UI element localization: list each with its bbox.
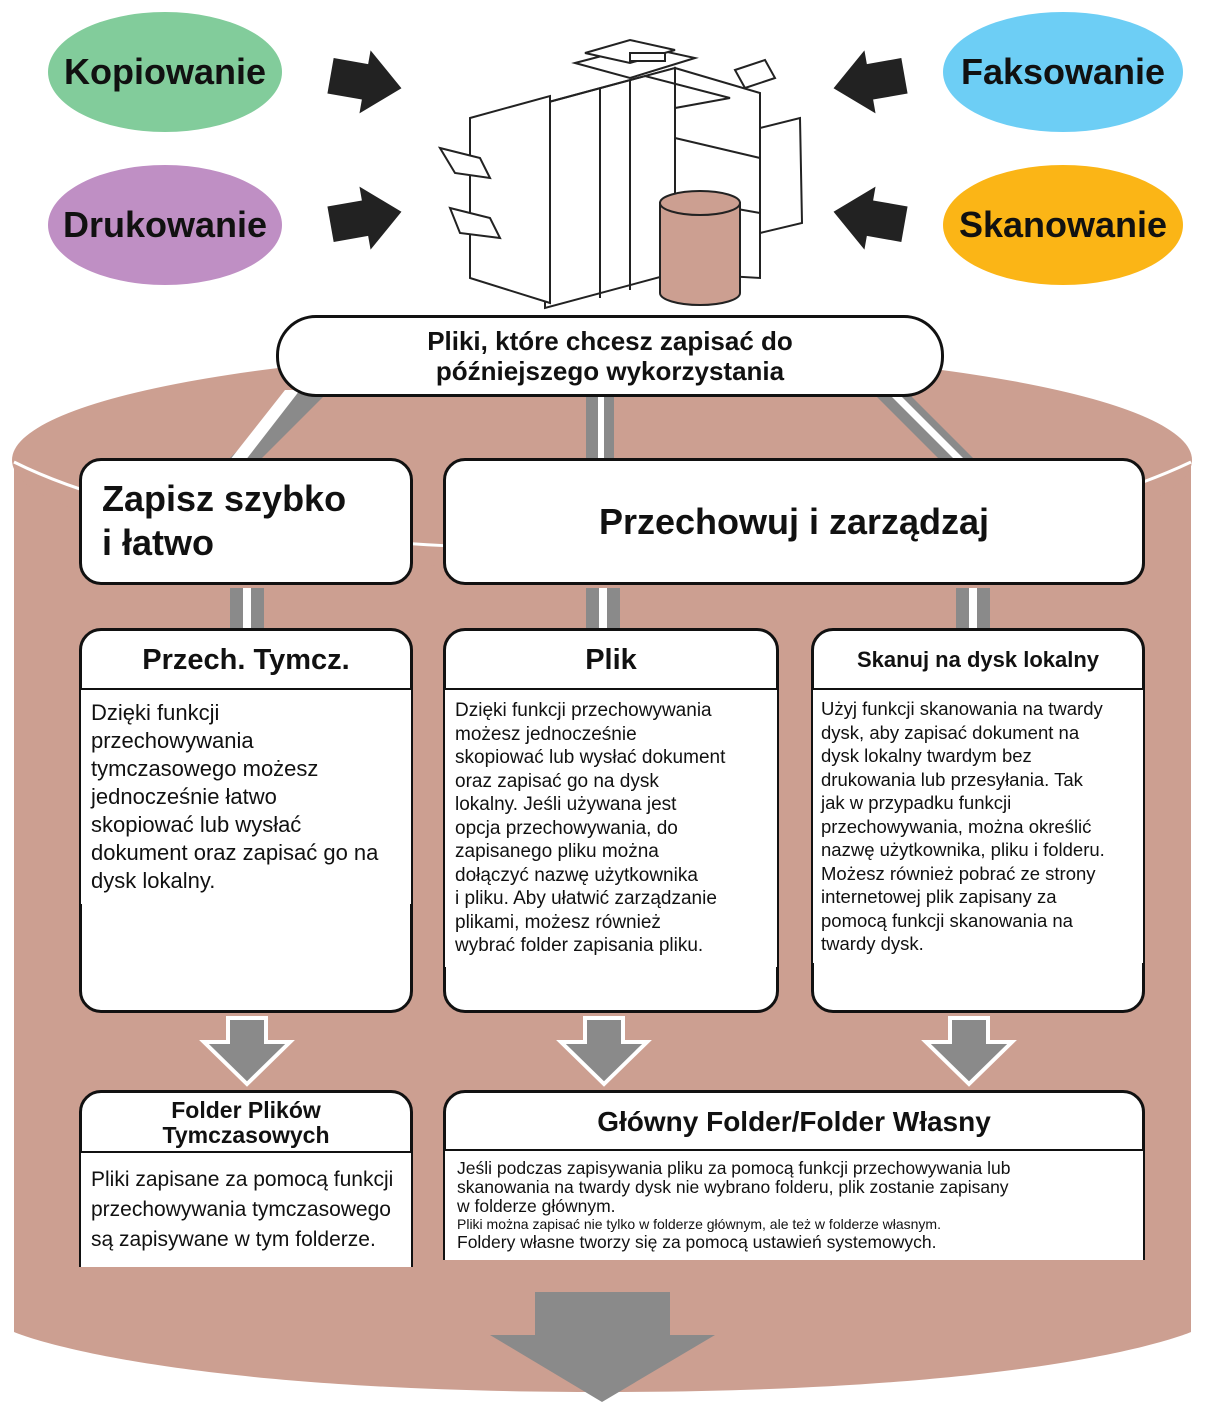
copy-label: Kopiowanie: [63, 51, 266, 92]
file.body-line: i pliku. Aby ułatwić zarządzanie: [455, 888, 717, 909]
fax-oval: Faksowanie: [943, 12, 1183, 132]
file.body-line: wybrać folder zapisania pliku.: [455, 935, 704, 956]
store-title: Przechowuj i zarządzaj: [598, 500, 990, 542]
file.body-line: dołączyć nazwę użytkownika: [455, 864, 698, 886]
mainfolder-body2: Pliki można zapisać nie tylko w folderze…: [457, 1216, 941, 1232]
mainfolder.body1-line: w folderze głównym.: [457, 1196, 616, 1216]
temp-title: Przech. Tymcz.: [142, 643, 350, 676]
scan-local-box: Skanuj na dysk lokalny Użyj funkcji skan…: [811, 628, 1145, 1013]
scan-label: Skanowanie: [958, 204, 1168, 245]
header-line2: późniejszego wykorzystania: [435, 356, 785, 386]
scanlocal.body-line: dysk lokalny twardym bez: [821, 745, 1032, 766]
scanlocal.body-line: pomocą funkcji skanowania na: [821, 909, 1073, 931]
file.body-line: Dzięki funkcji przechowywania: [455, 700, 712, 721]
scanlocal.body-line: przechowywania, można określić: [821, 815, 1092, 837]
scanlocal.body-line: drukowania lub przesyłania. Tak: [821, 768, 1083, 790]
scanlocal.body-line: dysk, aby zapisać dokument na: [821, 721, 1080, 743]
scanlocal.body-line: Użyj funkcji skanowania na twardy: [821, 698, 1103, 719]
scanlocal-title: Skanuj na dysk lokalny: [856, 647, 1100, 672]
file.body-line: możesz jednocześnie: [455, 723, 637, 745]
temp-storage-box: Przech. Tymcz. Dzięki funkcji przechowywa…: [79, 628, 413, 1013]
store-manage-box: Przechowuj i zarządzaj: [443, 458, 1145, 585]
file.body-line: skopiować lub wysłać dokument: [455, 747, 726, 768]
fax-label: Faksowanie: [960, 51, 1166, 92]
scanlocal.body-line: jak w przypadku funkcji: [821, 792, 1012, 813]
tempfolder-title: Folder Plików Tymczasowych: [82, 1093, 410, 1153]
mainfolder-body3: Foldery własne tworzy się za pomocą usta…: [457, 1232, 937, 1252]
temp.body-line: Dzięki funkcji: [91, 700, 220, 725]
temp.body-line: dokument oraz zapisać go na: [91, 840, 379, 865]
mainfolder-description: Jeśli podczas zapisywania pliku za pomoc…: [443, 1149, 1145, 1260]
file.body-line: zapisanego pliku można: [455, 841, 659, 862]
mainfolder-title: Główny Folder/Folder Własny: [597, 1106, 991, 1137]
output-arrow: [490, 1292, 715, 1402]
quick-line2: i łatwo: [102, 522, 215, 563]
temp.body-line: przechowywania: [91, 728, 254, 753]
tempfolder-line1: Folder Plików: [171, 1097, 321, 1123]
tempfolder.body-line: przechowywania tymczasowego: [91, 1198, 391, 1221]
quick-save-box: Zapisz szybko i łatwo: [79, 458, 413, 585]
scanlocal.body-line: nazwę użytkownika, pliku i folderu.: [821, 839, 1105, 860]
file.body-line: lokalny. Jeśli używana jest: [455, 794, 677, 815]
print-label: Drukowanie: [62, 204, 268, 245]
tempfolder-description: Pliki zapisane za pomocą funkcji przechow…: [79, 1151, 413, 1267]
main-folder-box: Główny Folder/Folder Własny Jeśli podcza…: [443, 1090, 1145, 1260]
tempfolder-line2: Tymczasowych: [162, 1122, 330, 1148]
scan-oval: Skanowanie: [943, 165, 1183, 285]
scanlocal.body-line: twardy dysk.: [821, 933, 924, 954]
header-line1: Pliki, które chcesz zapisać do: [427, 326, 793, 356]
multifunction-printer-image: [437, 38, 804, 310]
scanlocal.body-line: Możesz również pobrać ze strony: [821, 862, 1096, 884]
temp.body-line: jednocześnie łatwo: [91, 784, 277, 809]
tempfolder.body-line: są zapisywane w tym folderze.: [91, 1228, 376, 1251]
mainfolder.body1-line: skanowania na twardy dysk nie wybrano fo…: [457, 1177, 1009, 1197]
tempfolder.body-line: Pliki zapisane za pomocą funkcji: [91, 1168, 394, 1191]
temp-description: Dzięki funkcji przechowywania tymczasowego…: [79, 688, 413, 904]
temp.body-line: tymczasowego możesz: [91, 756, 319, 781]
quick-line1: Zapisz szybko: [102, 478, 347, 519]
copy-oval: Kopiowanie: [48, 12, 282, 132]
file.body-line: oraz zapisać go na dysk: [455, 770, 659, 792]
file-title: Plik: [585, 643, 637, 676]
scanlocal.body-line: internetowej plik zapisany za: [821, 886, 1057, 907]
mainfolder.body1-line: Jeśli podczas zapisywania pliku za pomoc…: [457, 1158, 1011, 1178]
temp.body-line: skopiować lub wysłać: [91, 812, 302, 837]
saved-files-header: Pliki, które chcesz zapisać do późniejsz…: [276, 315, 944, 397]
temp.body-line: dysk lokalny.: [91, 868, 216, 893]
file.body-line: opcja przechowywania, do: [455, 817, 678, 839]
file.body-line: plikami, możesz również: [455, 911, 661, 933]
print-oval: Drukowanie: [48, 165, 282, 285]
temp-folder-box: Folder Plików Tymczasowych Pliki zapisan…: [79, 1090, 413, 1267]
